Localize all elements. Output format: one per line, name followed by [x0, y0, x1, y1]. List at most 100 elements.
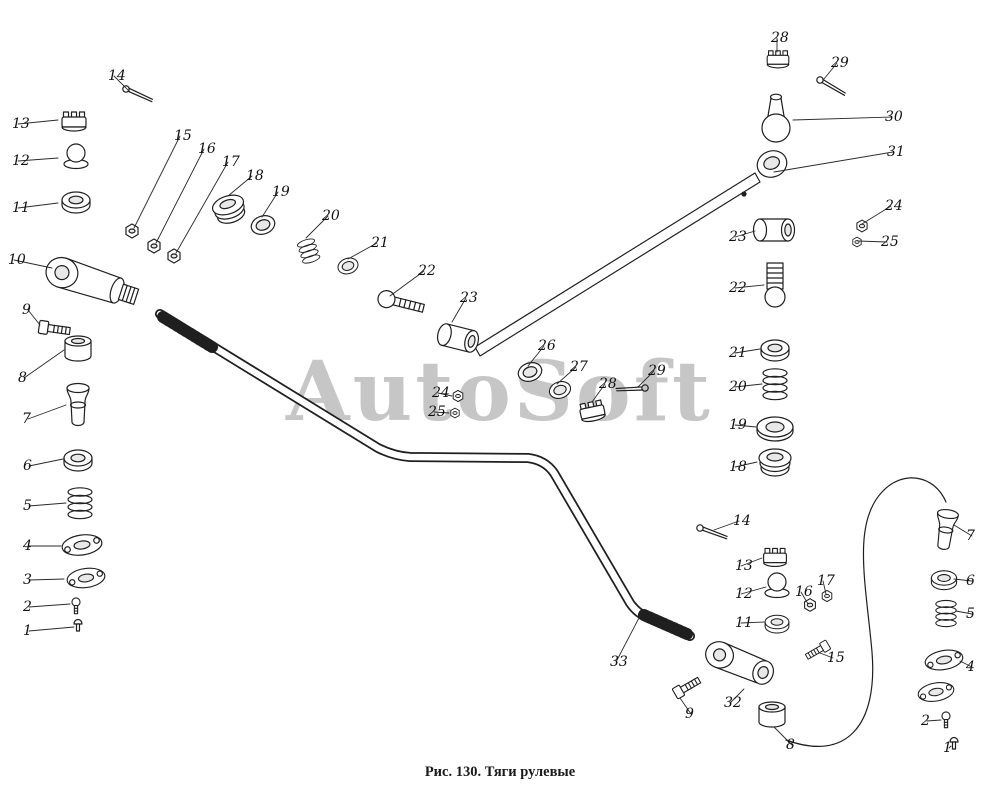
- part-19-ring: [248, 212, 278, 238]
- leader-line-12: [17, 157, 59, 162]
- part-11-washer-right: [764, 614, 790, 634]
- part-13-castle-nut-right: [763, 547, 787, 568]
- leader-line-20: [305, 215, 329, 239]
- part-callout-15: 15: [174, 128, 192, 144]
- part-callout-29: 29: [647, 363, 666, 379]
- part-callout-25: 25: [427, 404, 446, 420]
- part-17-nut: [167, 248, 181, 264]
- part-callout-8: 8: [18, 370, 27, 386]
- leader-line-32: [729, 688, 745, 704]
- part-callout-14: 14: [733, 513, 751, 529]
- part-callout-19: 19: [729, 417, 747, 433]
- leader-line-3: [28, 578, 65, 581]
- part-16-nut: [147, 238, 161, 254]
- part-callout-21: 21: [370, 235, 389, 251]
- leader-line-10: [13, 259, 53, 269]
- part-callout-9: 9: [22, 302, 31, 318]
- part-callout-27: 27: [569, 359, 588, 375]
- part-28-castle-nut: [766, 50, 790, 69]
- part-callout-13: 13: [735, 558, 753, 574]
- leader-line-8: [773, 726, 793, 746]
- leader-line-16: [155, 148, 205, 244]
- part-callout-12: 12: [735, 586, 753, 602]
- part-11-washer: [61, 191, 91, 214]
- leader-line-26: [527, 345, 545, 367]
- part-27-ring: [546, 378, 574, 402]
- part-callout-28: 28: [770, 30, 789, 46]
- part-callout-19: 19: [272, 184, 290, 200]
- part-callout-20: 20: [728, 379, 747, 395]
- part-callout-29: 29: [830, 55, 849, 71]
- leader-line-9: [679, 697, 692, 715]
- leader-line-29: [637, 370, 655, 388]
- part-callout-31: 31: [887, 144, 905, 160]
- leader-line-23: [734, 230, 756, 238]
- part-25-nut-mid: [450, 407, 460, 419]
- part-25-nut: [852, 236, 862, 248]
- part-callout-32: 32: [724, 695, 742, 711]
- part-callout-6: 6: [23, 458, 32, 474]
- leader-line-18: [227, 175, 253, 197]
- part-callout-7: 7: [22, 411, 31, 427]
- part-18-gland-nut: [758, 448, 792, 477]
- part-callout-18: 18: [729, 459, 747, 475]
- part-20-spring: [762, 368, 788, 401]
- part-23-socket-left: [434, 321, 482, 355]
- part-callout-22: 22: [417, 263, 436, 279]
- part-callout-23: 23: [459, 290, 478, 306]
- assembly-flow-curve: [785, 477, 947, 747]
- leader-line-25: [857, 240, 888, 243]
- rod-thread-left: [157, 311, 218, 353]
- figure-caption: Рис. 130. Тяги рулевые: [424, 764, 576, 780]
- part-callout-33: 33: [610, 654, 628, 670]
- leader-line-6: [28, 458, 64, 467]
- part-callout-4: 4: [22, 538, 32, 554]
- part-24-nut-mid: [452, 389, 464, 403]
- leader-line-16: [800, 591, 809, 605]
- part-6-washer: [63, 449, 93, 472]
- drag-link-31: [474, 150, 788, 357]
- part-callout-4: 4: [965, 659, 975, 675]
- part-5-spring-right: [935, 599, 957, 628]
- leader-line-2: [28, 603, 71, 608]
- part-callout-17: 17: [817, 573, 835, 589]
- part-21-washer: [760, 339, 790, 362]
- leader-line-22: [389, 270, 425, 297]
- leader-line-20: [734, 383, 763, 388]
- part-callout-12: 12: [12, 153, 30, 169]
- leader-line-13: [740, 557, 763, 567]
- part-28-castle-nut-mid: [577, 399, 607, 424]
- part-3-cover-plate-right: [916, 679, 956, 705]
- part-20-spring-left: [296, 236, 322, 266]
- part-callout-3: 3: [23, 572, 32, 588]
- watermark-text: AutoSoft: [286, 344, 713, 440]
- part-callout-1: 1: [943, 740, 952, 756]
- leader-line-19: [261, 191, 279, 218]
- part-2-screw: [71, 597, 81, 615]
- part-22-ball-stud: [764, 262, 786, 308]
- part-callout-14: 14: [108, 68, 126, 84]
- leader-line-24: [437, 392, 453, 397]
- leader-line-7: [27, 404, 67, 420]
- part-17-nut-right: [821, 589, 833, 603]
- leader-line-8: [23, 349, 65, 379]
- part-callout-24: 24: [884, 198, 903, 214]
- part-29-cotter-pin: [814, 75, 849, 96]
- part-callout-7: 7: [966, 528, 975, 544]
- leader-line-5: [955, 610, 973, 615]
- leader-line-17: [175, 161, 229, 254]
- part-7-ball-pin-right: [932, 507, 960, 552]
- leader-line-28: [591, 383, 606, 403]
- leader-line-4: [959, 660, 973, 668]
- drag-link-eye: [756, 150, 788, 178]
- leader-line-11: [740, 621, 765, 624]
- part-12-ball-seat-right: [764, 572, 790, 599]
- part-8-nut-right: [758, 701, 786, 728]
- part-callout-11: 11: [12, 200, 30, 216]
- leader-line-15: [819, 652, 834, 659]
- leader-line-12: [740, 586, 767, 595]
- part-18-gland-nut-left: [209, 190, 250, 228]
- part-callout-15: 15: [827, 650, 845, 666]
